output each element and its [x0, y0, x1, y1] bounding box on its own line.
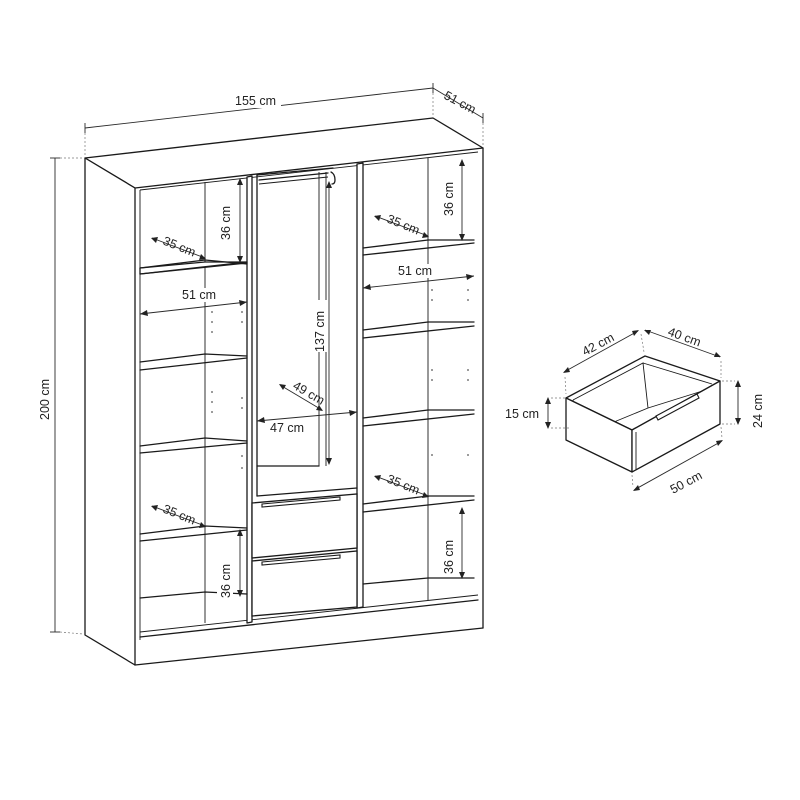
top-right-shelf-depth-label: 35 cm	[385, 212, 422, 238]
bottom-left-shelf-depth-label: 35 cm	[161, 502, 198, 528]
top-right-shelf-height-label: 36 cm	[442, 182, 456, 216]
left-divider	[246, 175, 253, 624]
center-width-label: 47 cm	[270, 421, 304, 435]
lower-drawer-front	[251, 550, 358, 617]
center-compartment	[256, 167, 358, 497]
top-left-shelf-depth-label: 35 cm	[161, 234, 198, 260]
drawer-inner-height-label: 15 cm	[505, 407, 539, 421]
wardrobe-left-side	[84, 157, 136, 666]
bottom-left-shelf-height-label: 36 cm	[219, 564, 233, 598]
wardrobe-body	[84, 117, 484, 666]
right-shelves	[362, 158, 475, 600]
center-height-label: 137 cm	[313, 311, 327, 352]
top-left-shelf-height-label: 36 cm	[219, 206, 233, 240]
bottom-right-shelf-depth-label: 35 cm	[385, 472, 422, 498]
drawer-handle	[655, 393, 700, 421]
depth-label: 51 cm	[442, 88, 479, 116]
shelf-pin-holes	[211, 289, 469, 469]
lower-drawer-handle	[261, 554, 341, 566]
dimension-lines	[50, 83, 484, 635]
right-divider	[356, 162, 364, 609]
upper-drawer-front	[251, 493, 358, 559]
center-depth-label: 49 cm	[291, 378, 327, 407]
left-shelves	[139, 259, 248, 599]
center-drawers	[251, 493, 358, 617]
right-inner-width-label: 51 cm	[398, 264, 432, 278]
drawer-outer-height-label: 24 cm	[751, 394, 765, 428]
height-label: 200 cm	[38, 379, 52, 420]
bottom-right-shelf-height-label: 36 cm	[442, 540, 456, 574]
drawer-inner-width-label: 40 cm	[666, 325, 703, 350]
drawer-detail: 42 cm 40 cm 15 cm 24 cm 50 cm	[505, 325, 765, 497]
left-inner-width-label: 51 cm	[182, 288, 216, 302]
width-label: 155 cm	[235, 94, 276, 108]
rail-bracket-icon	[330, 171, 336, 185]
drawer-front-width-label: 50 cm	[668, 468, 705, 496]
upper-drawer-handle	[261, 496, 341, 508]
drawer-depth-label: 42 cm	[580, 330, 617, 358]
